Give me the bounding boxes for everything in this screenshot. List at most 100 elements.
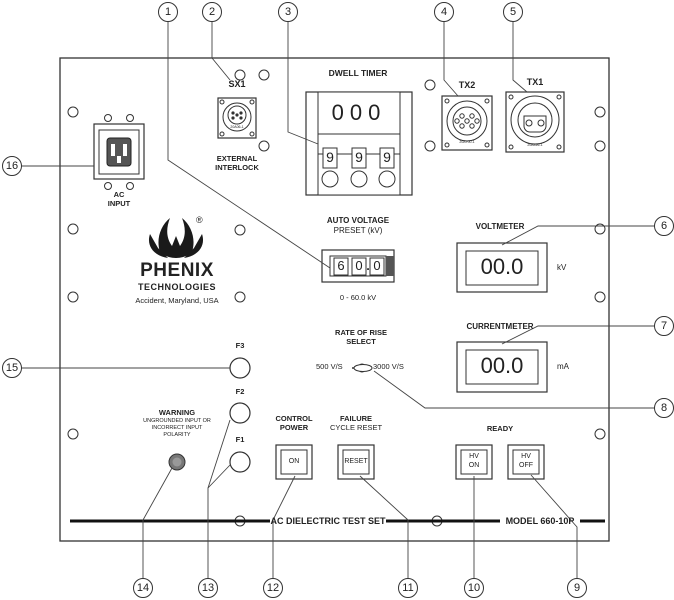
model-label: MODEL 660-10P [505,516,575,526]
preset-digit-1: 6 [337,258,345,273]
callout-6: 6 [654,216,674,236]
preset-digit-2: 0 [355,258,363,273]
mounting-hole [234,224,246,236]
warning-line-3: POLARITY [163,432,191,438]
leader-2 [211,17,231,81]
hv-on-line-2: ON [468,462,480,469]
leader-7 [501,325,665,345]
callout-10: 10 [464,578,484,598]
tx2-connector [441,95,493,151]
warning-line-2: INCORRECT INPUT [151,425,203,431]
auto-voltage-label: AUTO VOLTAGE [326,216,390,225]
sx1-label: SX1 [228,79,246,89]
registered-mark: ® [196,215,203,225]
currentmeter [456,341,548,393]
warning-line-1: UNGROUNDED INPUT OR [143,418,211,424]
tx2-code: 20A700-1 [459,140,475,144]
mounting-hole [594,223,606,235]
mounting-hole [234,69,246,81]
rate-of-rise-toggle [352,363,373,373]
leader-14 [142,467,173,585]
hv-on-line-1: HV [469,453,479,460]
preset-digit-3: 0 [373,258,381,273]
mounting-hole [67,428,79,440]
callout-3: 3 [278,2,298,22]
leader-11 [359,475,409,585]
mounting-hole [67,223,79,235]
callout-5: 5 [503,2,523,22]
leader-6 [501,225,665,246]
leader-lines [12,17,665,585]
reset-button[interactable]: RESET [344,458,368,465]
callout-12: 12 [263,578,283,598]
hv-off-line-1: HV [521,453,531,460]
interlock-label: INTERLOCK [215,163,259,172]
input-label: INPUT [107,199,131,208]
tx1-code: 20A426-1 [527,143,543,147]
mounting-hole [424,79,436,91]
voltmeter-label: VOLTMETER [475,222,525,231]
dwell-timer-label: DWELL TIMER [328,68,388,78]
mounting-holes [67,69,606,527]
ac-label: AC [113,190,125,199]
ac-input-connector [93,114,145,190]
warning-lamp-lens [172,457,182,467]
select-label: SELECT [346,337,376,346]
f1-label: F1 [235,435,245,444]
timer-wheel-3: 9 [383,149,391,165]
control-label: CONTROL [275,414,313,423]
callout-15: 15 [2,358,22,378]
buttons-frames [275,444,545,480]
cycle-reset-label: CYCLE RESET [329,423,383,432]
callout-9: 9 [567,578,587,598]
currentmeter-reading: 00.0 [480,353,524,378]
leader-4 [443,17,459,97]
mounting-hole [594,291,606,303]
mounting-hole [258,69,270,81]
leader-5 [512,17,528,93]
test-set-title: AC DIELECTRIC TEST SET [270,516,386,526]
sx1-connector [217,97,257,139]
callout-16: 16 [2,156,22,176]
rate-low-label: 500 V/S [316,362,343,371]
external-label: EXTERNAL [216,154,258,163]
logo-sub: TECHNOLOGIES [137,282,217,292]
logo-location: Accident, Maryland, USA [135,296,219,305]
mounting-hole [594,140,606,152]
timer-wheel-1: 9 [326,149,334,165]
callout-7: 7 [654,316,674,336]
callout-13: 13 [198,578,218,598]
logo-name: PHENIX [140,260,214,281]
sx1-code: 20A06-1 [230,125,244,129]
leader-3 [287,17,319,145]
leader-9 [530,474,578,585]
ready-label: READY [486,424,514,433]
f2-label: F2 [235,387,245,396]
mounting-hole [258,140,270,152]
ma-unit: mA [557,362,569,371]
callout-11: 11 [398,578,418,598]
mounting-hole [67,291,79,303]
fuse-f1 [229,451,251,473]
preset-decimal: . [366,259,370,273]
mounting-hole [424,140,436,152]
f3-label: F3 [235,341,245,350]
currentmeter-label: CURRENTMETER [466,322,534,331]
callout-8: 8 [654,398,674,418]
callout-1: 1 [158,2,178,22]
callout-2: 2 [202,2,222,22]
mounting-hole [594,428,606,440]
dwell-timer [305,91,413,196]
rate-of-rise-label: RATE OF RISE [335,328,387,337]
preset-kv-label: PRESET (kV) [333,226,383,235]
tx1-connector [505,91,565,153]
power-label: POWER [279,423,309,432]
voltmeter [456,242,548,293]
phenix-logo-mark [148,218,204,258]
on-button[interactable]: ON [288,458,300,465]
callout-14: 14 [133,578,153,598]
mounting-hole [594,106,606,118]
hv-off-line-2: OFF [519,462,533,469]
